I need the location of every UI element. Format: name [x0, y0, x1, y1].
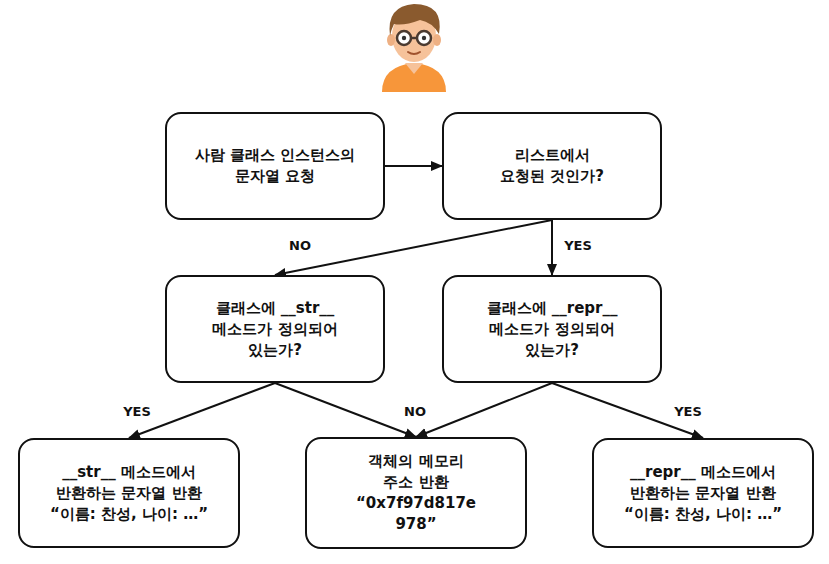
result-box: __repr__ 메소드에서 반환하는 문자열 반환“이름: 찬성, 나이: ……: [592, 438, 814, 548]
node-text: __str__ 메소드에서 반환하는 문자열 반환: [47, 462, 212, 504]
edge-label: NO: [286, 237, 314, 254]
process-box: 사람 클래스 인스턴스의 문자열 요청: [165, 112, 385, 220]
person-eye: [402, 36, 406, 40]
edge-label: NO: [401, 403, 429, 420]
flow-arrow: [551, 220, 553, 275]
node-text: “이름: 찬성, 나이: …”: [50, 504, 208, 525]
decision-box: 클래스에 __repr__ 메소드가 정의되어 있는가?: [442, 275, 662, 383]
node-text: 리스트에서 요청된 것인가?: [493, 145, 611, 187]
flow-arrow: [275, 220, 552, 275]
edge-label: YES: [671, 403, 705, 420]
node-text: 사람 클래스 인스턴스의 문자열 요청: [190, 145, 360, 187]
person-mouth: [408, 52, 420, 54]
result-box: 객체의 메모리 주소 반환“0x7f97d817e978”: [305, 437, 527, 549]
flow-arrow: [416, 383, 552, 437]
node-text: 클래스에 __str__ 메소드가 정의되어 있는가?: [200, 298, 350, 361]
node-text: 객체의 메모리 주소 반환: [354, 451, 479, 493]
person-neck: [405, 63, 423, 74]
flow-arrow: [275, 383, 416, 437]
person-ear: [387, 34, 395, 46]
node-text: “0x7f97d817e978”: [354, 493, 479, 535]
decision-box: 클래스에 __str__ 메소드가 정의되어 있는가?: [165, 275, 385, 383]
person-shirt: [382, 63, 446, 92]
decision-box: 리스트에서 요청된 것인가?: [442, 112, 662, 220]
result-box: __str__ 메소드에서 반환하는 문자열 반환“이름: 찬성, 나이: …”: [18, 438, 240, 548]
node-text: “이름: 찬성, 나이: …”: [624, 504, 782, 525]
person-glasses: [417, 31, 431, 45]
edge-label: YES: [120, 403, 154, 420]
person-icon: [0, 0, 829, 100]
person-eye: [422, 36, 426, 40]
flow-arrow: [385, 165, 442, 167]
node-text: __repr__ 메소드에서 반환하는 문자열 반환: [621, 462, 786, 504]
person-ear: [433, 34, 441, 46]
person-glasses: [397, 31, 411, 45]
person-hair: [390, 4, 440, 36]
edge-label: YES: [561, 237, 595, 254]
person-glasses: [411, 37, 417, 40]
node-text: 클래스에 __repr__ 메소드가 정의되어 있는가?: [477, 298, 627, 361]
